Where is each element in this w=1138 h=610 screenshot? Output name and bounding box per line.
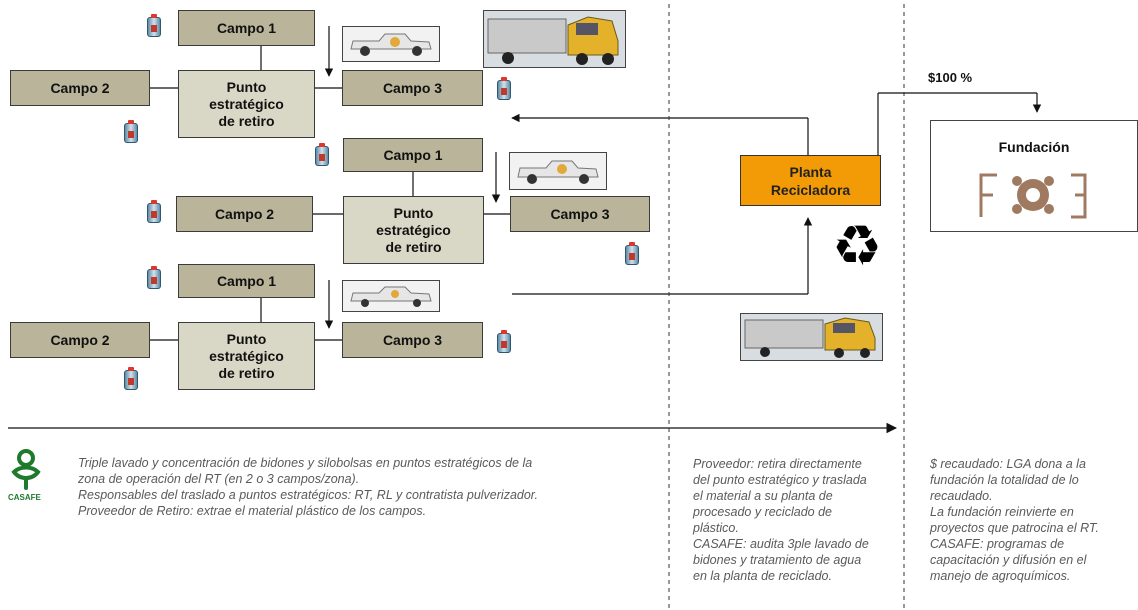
fundacion-title: Fundación: [998, 139, 1070, 155]
punto-estrategico-box: Punto estratégico de retiro: [178, 322, 315, 390]
campo1-box: Campo 1: [343, 138, 483, 172]
campo2-box: Campo 2: [176, 196, 313, 232]
campo2-box: Campo 2: [10, 70, 150, 106]
note-middle: Proveedor: retira directamente del punto…: [693, 456, 898, 584]
pickup-truck-icon: [342, 280, 440, 312]
note-line: manejo de agroquímicos.: [930, 569, 1071, 583]
punto-label: Punto estratégico de retiro: [209, 78, 284, 129]
campo3-label: Campo 3: [550, 205, 610, 222]
punto-estrategico-box: Punto estratégico de retiro: [343, 196, 484, 264]
campo1-label: Campo 1: [216, 19, 277, 36]
note-line: Proveedor de Retiro: extrae el material …: [78, 504, 427, 518]
bidon-icon: [124, 367, 138, 390]
note-left: Triple lavado y concentración de bidones…: [78, 455, 658, 519]
campo3-box: Campo 3: [342, 70, 483, 106]
note-line: procesado y reciclado de: [693, 505, 832, 519]
note-line: Triple lavado y concentración de bidones…: [78, 456, 533, 470]
bidon-icon: [497, 330, 511, 353]
fundacion-box: Fundación: [930, 120, 1138, 232]
bidon-icon: [124, 120, 138, 143]
casafe-logo-text: CASAFE: [8, 493, 41, 502]
pickup-truck-icon: [509, 152, 607, 190]
bidon-icon: [147, 14, 161, 37]
money-label: $100 %: [928, 70, 973, 85]
note-line: plástico.: [693, 521, 739, 535]
campo3-box: Campo 3: [342, 322, 483, 358]
campo3-box: Campo 3: [510, 196, 650, 232]
note-line: La fundación reinvierte en: [930, 505, 1074, 519]
campo3-label: Campo 3: [382, 331, 443, 348]
punto-label: Punto estratégico de retiro: [209, 330, 284, 381]
pickup-truck-icon: [342, 26, 440, 62]
note-line: proyectos que patrocina el RT.: [930, 521, 1099, 535]
bidon-icon: [625, 242, 639, 265]
bidon-icon: [147, 200, 161, 223]
semi-truck-icon: [740, 313, 883, 361]
planta-label: Planta Recicladora: [770, 163, 851, 198]
fundacion-logo: [979, 173, 1087, 219]
casafe-logo-icon: [11, 449, 41, 490]
bidon-icon: [497, 77, 511, 100]
campo1-box: Campo 1: [178, 264, 315, 298]
recycle-icon: ♻: [831, 214, 883, 279]
note-line: Responsables del traslado a puntos estra…: [78, 488, 538, 502]
campo1-box: Campo 1: [178, 10, 315, 46]
bidon-icon: [147, 266, 161, 289]
note-line: CASAFE: audita 3ple lavado de: [693, 537, 869, 551]
punto-label: Punto estratégico de retiro: [376, 204, 451, 255]
campo3-label: Campo 3: [382, 79, 443, 96]
note-line: zona de operación del RT (en 2 o 3 campo…: [78, 472, 360, 486]
note-line: CASAFE: programas de: [930, 537, 1065, 551]
campo2-label: Campo 2: [50, 331, 110, 348]
note-line: bidones y tratamiento de agua: [693, 553, 862, 567]
planta-recicladora-box: Planta Recicladora: [740, 155, 881, 206]
bidon-icon: [315, 143, 329, 166]
campo2-label: Campo 2: [214, 205, 275, 222]
campo2-box: Campo 2: [10, 322, 150, 358]
note-right: $ recaudado: LGA dona a la fundación la …: [930, 456, 1135, 584]
note-line: Proveedor: retira directamente: [693, 457, 862, 471]
campo2-label: Campo 2: [50, 79, 110, 96]
semi-truck-icon: [483, 10, 626, 68]
campo1-label: Campo 1: [216, 272, 277, 289]
punto-estrategico-box: Punto estratégico de retiro: [178, 70, 315, 138]
note-line: el material a su planta de: [693, 489, 833, 503]
note-line: $ recaudado: LGA dona a la: [930, 457, 1086, 471]
note-line: en la planta de reciclado.: [693, 569, 832, 583]
note-line: del punto estratégico y traslada: [693, 473, 867, 487]
note-line: fundación la totalidad de lo: [930, 473, 1079, 487]
note-line: capacitación y difusión en el: [930, 553, 1087, 567]
note-line: recaudado.: [930, 489, 993, 503]
campo1-label: Campo 1: [383, 146, 443, 163]
